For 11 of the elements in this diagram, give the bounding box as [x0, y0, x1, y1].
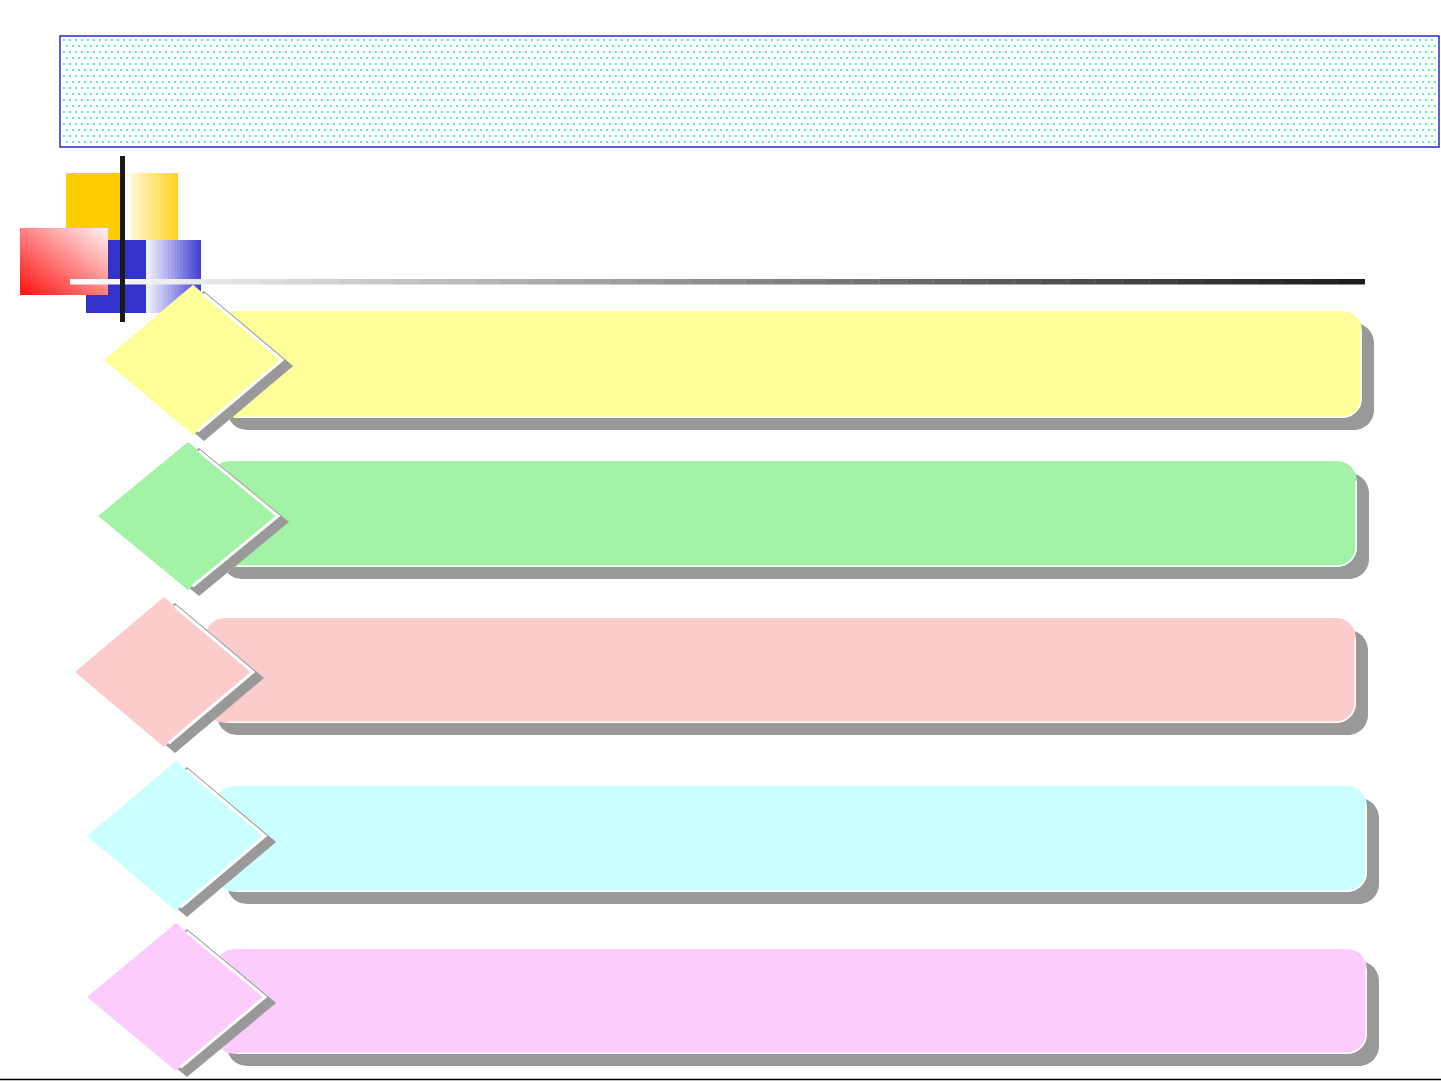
rounded-bar: [219, 949, 1379, 1066]
diamond: [87, 923, 276, 1077]
dotted-banner: [59, 35, 1440, 148]
rounded-bar: [228, 311, 1374, 430]
rounded-bar: [219, 786, 1379, 904]
diamond: [104, 285, 293, 441]
diamond: [87, 761, 276, 917]
diamond: [98, 442, 289, 596]
rounded-bar: [207, 618, 1368, 735]
rounded-bar: [219, 461, 1369, 579]
diamond: [75, 597, 264, 753]
